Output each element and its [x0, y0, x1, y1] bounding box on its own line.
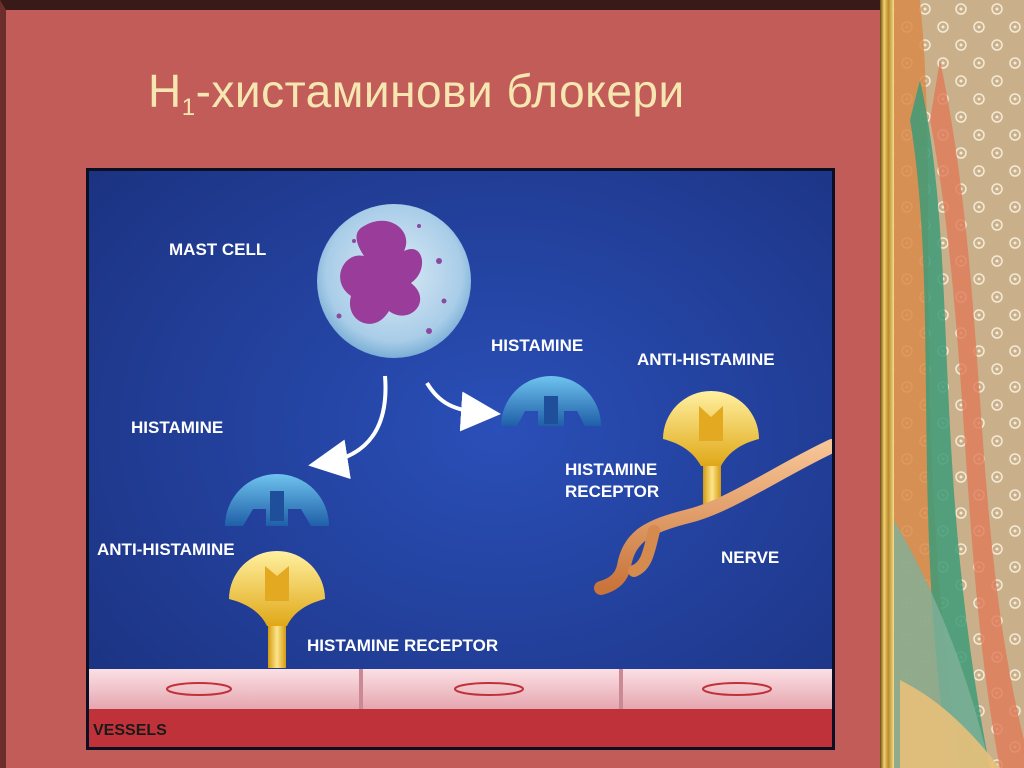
- histamine-top-label: HISTAMINE: [491, 336, 583, 355]
- mast-cell-icon: [317, 204, 471, 358]
- histamine-molecule-left-icon: [225, 474, 329, 526]
- anti-histamine-right-label: ANTI-HISTAMINE: [637, 350, 775, 369]
- arrow-to-left-histamine: [308, 375, 388, 480]
- nerve-icon: [594, 439, 832, 595]
- vessel-wall: [89, 669, 832, 709]
- receptor-stem-left: [268, 626, 286, 668]
- decorative-side-border: [880, 0, 1024, 768]
- histamine-receptor-right-label-2: RECEPTOR: [565, 482, 659, 501]
- title-main: H: [148, 65, 182, 117]
- histamine-left-label: HISTAMINE: [131, 418, 223, 437]
- anti-histamine-left-label: ANTI-HISTAMINE: [97, 540, 235, 559]
- title-rest: -хистаминови блокери: [195, 65, 685, 117]
- histamine-molecule-top-icon: [501, 376, 601, 426]
- slide-title: H1-хистаминови блокери: [148, 64, 685, 122]
- diagram-canvas: MAST CELL HISTAMINE HISTAMINE ANTI-HISTA…: [89, 171, 832, 747]
- anti-histamine-left-icon: [229, 551, 325, 626]
- vessel-blood: [89, 709, 832, 747]
- title-subscript: 1: [181, 94, 196, 121]
- anti-histamine-right-icon: [663, 391, 759, 466]
- histamine-receptor-bottom-label: HISTAMINE RECEPTOR: [307, 636, 498, 655]
- receptor-stem-right: [703, 466, 721, 504]
- arrow-to-top-histamine: [425, 381, 501, 432]
- mast-cell-label: MAST CELL: [169, 240, 266, 259]
- histamine-diagram: MAST CELL HISTAMINE HISTAMINE ANTI-HISTA…: [86, 168, 835, 750]
- nerve-label: NERVE: [721, 548, 779, 567]
- histamine-receptor-right-label-1: HISTAMINE: [565, 460, 657, 479]
- vessels-label: VESSELS: [93, 722, 167, 739]
